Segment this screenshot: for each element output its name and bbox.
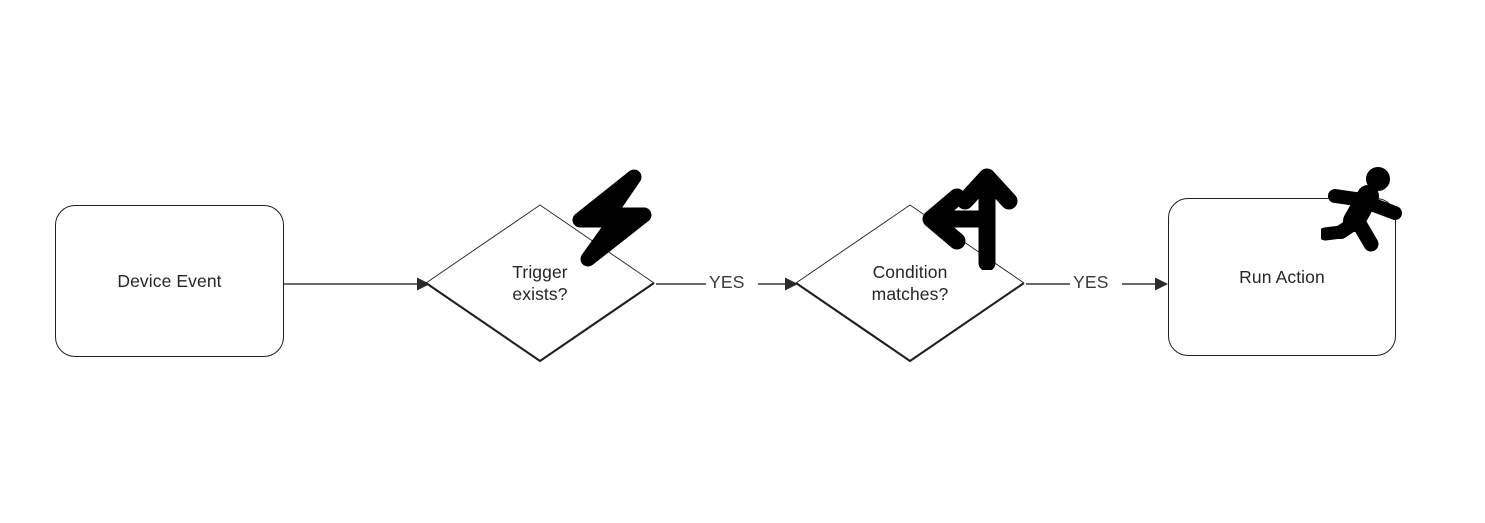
branch-arrow-icon	[922, 168, 1018, 270]
node-condition-matches-label: Condition matches?	[871, 261, 949, 304]
edge-label-yes-1: YES	[709, 272, 745, 292]
lightning-bolt-icon	[572, 169, 652, 267]
node-device-event[interactable]: Device Event	[55, 205, 284, 357]
node-trigger-exists-label: Trigger exists?	[512, 261, 568, 304]
edge-trigger-to-condition-arrow	[758, 277, 798, 291]
node-device-event-label: Device Event	[117, 270, 222, 291]
edge-condition-to-run-action-line-left	[1026, 283, 1070, 285]
node-condition-matches[interactable]: Condition matches?	[794, 203, 1026, 363]
edge-condition-to-run-action-arrow	[1122, 277, 1168, 291]
diamond-shape-trigger	[425, 204, 655, 363]
node-run-action-label: Run Action	[1239, 266, 1325, 287]
running-person-icon	[1321, 167, 1402, 252]
edge-device-event-to-trigger	[284, 277, 430, 291]
edge-label-yes-2: YES	[1073, 272, 1109, 292]
node-trigger-exists[interactable]: Trigger exists?	[424, 203, 656, 363]
edge-trigger-to-condition-line-left	[656, 283, 706, 285]
